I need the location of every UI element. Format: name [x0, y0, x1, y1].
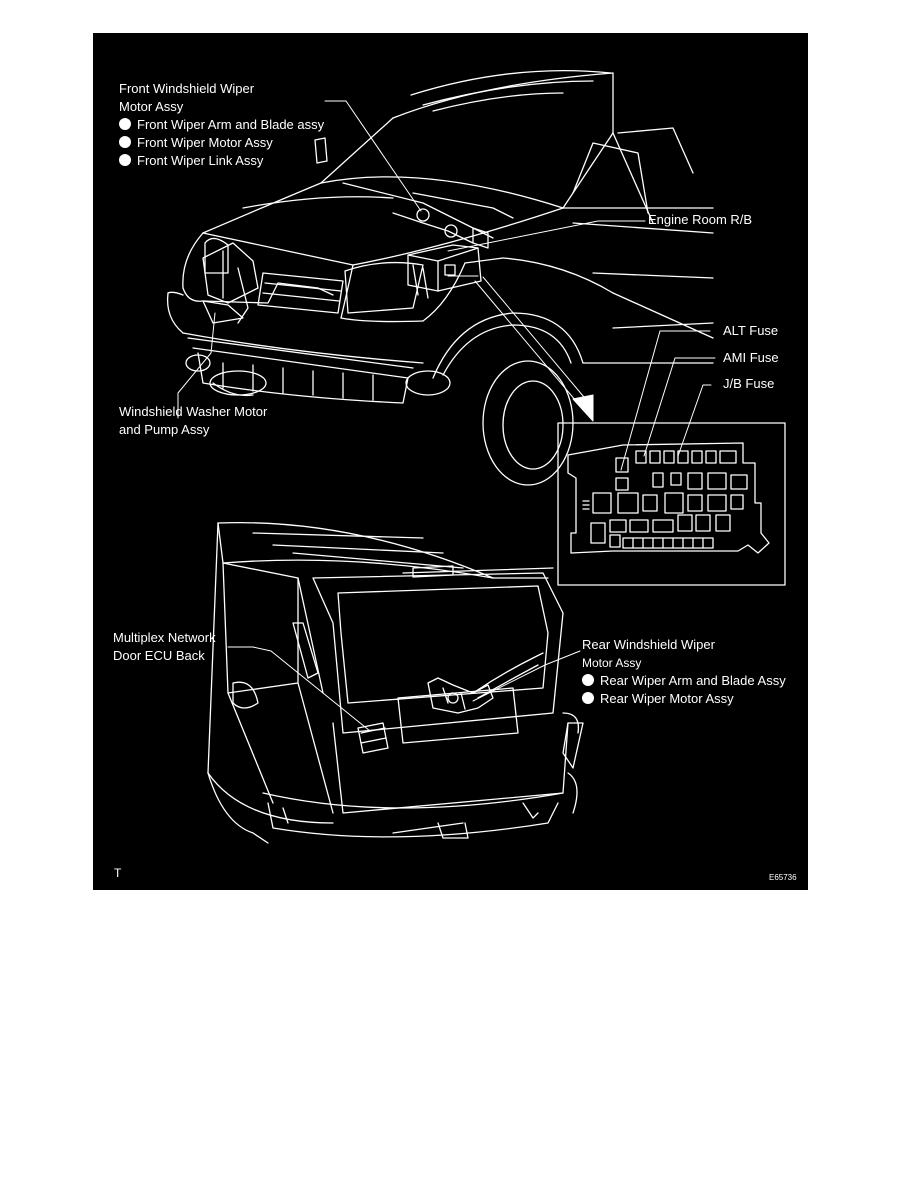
rear-vehicle-drawing	[207, 521, 584, 844]
front-wiper-title-line-2: Motor Assy	[119, 99, 184, 114]
figure-code: E65736	[769, 873, 797, 882]
multiplex-ecu-label: Multiplex Network Door ECU Back	[113, 629, 216, 665]
bullet-icon	[119, 136, 131, 148]
front-wiper-item-link: Front Wiper Link Assy	[119, 152, 324, 170]
rear-wiper-item-motor: Rear Wiper Motor Assy	[582, 690, 786, 708]
engine-room-rb-label: Engine Room R/B	[648, 212, 753, 227]
rear-wiper-title-line-2: Motor Assy	[582, 656, 642, 670]
multiplex-line-2: Door ECU Back	[113, 648, 205, 663]
washer-line-1: Windshield Washer Motor	[119, 404, 268, 419]
washer-line-2: and Pump Assy	[119, 422, 210, 437]
rear-wiper-label: Rear Windshield Wiper Motor Assy Rear Wi…	[582, 636, 786, 708]
ami-fuse-label: AMI Fuse	[723, 350, 779, 365]
alt-fuse-label: ALT Fuse	[723, 323, 779, 338]
rear-wiper-item-arm-blade: Rear Wiper Arm and Blade Assy	[582, 672, 786, 690]
multiplex-line-1: Multiplex Network	[113, 630, 216, 645]
leader-lines	[177, 100, 716, 732]
washer-motor-label: Windshield Washer Motor and Pump Assy	[119, 403, 267, 439]
bullet-icon	[582, 692, 594, 704]
diagram-panel: Front Windshield Wiper Motor Assy Front …	[93, 33, 808, 890]
vehicle-illustration	[166, 70, 786, 844]
front-wiper-label: Front Windshield Wiper Motor Assy Front …	[119, 80, 324, 170]
fuse-box-inset	[557, 422, 786, 586]
front-wiper-title-line-1: Front Windshield Wiper	[119, 81, 255, 96]
front-wiper-item-arm-blade: Front Wiper Arm and Blade assy	[119, 116, 324, 134]
rear-wiper-title-line-1: Rear Windshield Wiper	[582, 637, 715, 652]
bullet-icon	[119, 154, 131, 166]
corner-mark: T	[114, 866, 122, 880]
front-vehicle-drawing	[166, 70, 714, 486]
jb-fuse-label: J/B Fuse	[723, 376, 775, 391]
front-wiper-item-motor: Front Wiper Motor Assy	[119, 134, 324, 152]
bullet-icon	[582, 674, 594, 686]
bullet-icon	[119, 118, 131, 130]
